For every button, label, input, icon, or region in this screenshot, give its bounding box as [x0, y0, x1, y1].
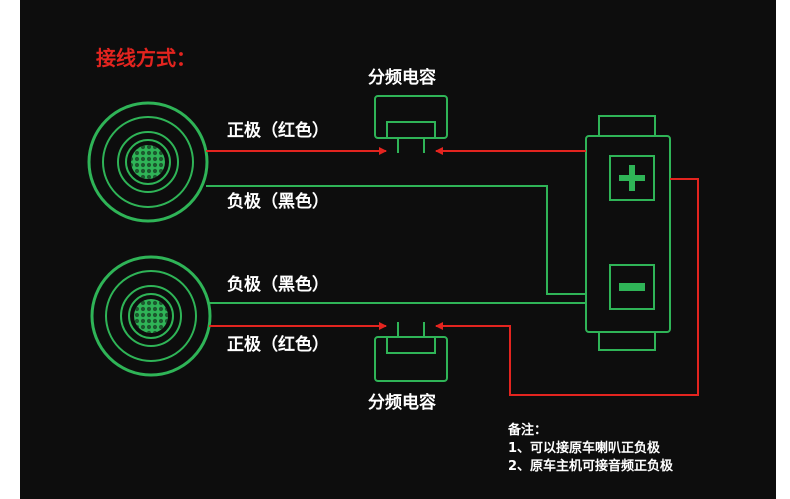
speaker2-positive-label: 正极（红色） — [227, 335, 329, 355]
page-title: 接线方式： — [96, 46, 196, 70]
battery-block — [585, 115, 671, 351]
capacitor-bottom-label: 分频电容 — [368, 393, 436, 413]
capacitor-top — [374, 95, 448, 153]
notes-line-1: 1、可以接原车喇叭正负极 — [508, 441, 661, 456]
speaker-1 — [87, 101, 209, 223]
speaker2-negative-label: 负极（黑色） — [227, 275, 329, 295]
minus-icon — [619, 283, 645, 291]
notes-line-2: 2、原车主机可接音频正负极 — [508, 459, 674, 474]
negative-wires — [206, 185, 586, 304]
wiring-diagram — [87, 95, 699, 396]
capacitor-top-label: 分频电容 — [368, 68, 436, 88]
capacitor-bottom — [374, 322, 448, 382]
speaker1-negative-label: 负极（黑色） — [227, 192, 329, 212]
plus-icon — [619, 165, 645, 191]
positive-wires — [206, 147, 699, 396]
speaker-2 — [90, 255, 212, 377]
diagram-panel: 接线方式： 分频电容 正极（红色） 负极（黑色） 负极（黑色） 正极（红色） 分… — [20, 0, 776, 499]
speaker1-positive-label: 正极（红色） — [227, 121, 329, 141]
notes-heading: 备注： — [508, 423, 548, 438]
